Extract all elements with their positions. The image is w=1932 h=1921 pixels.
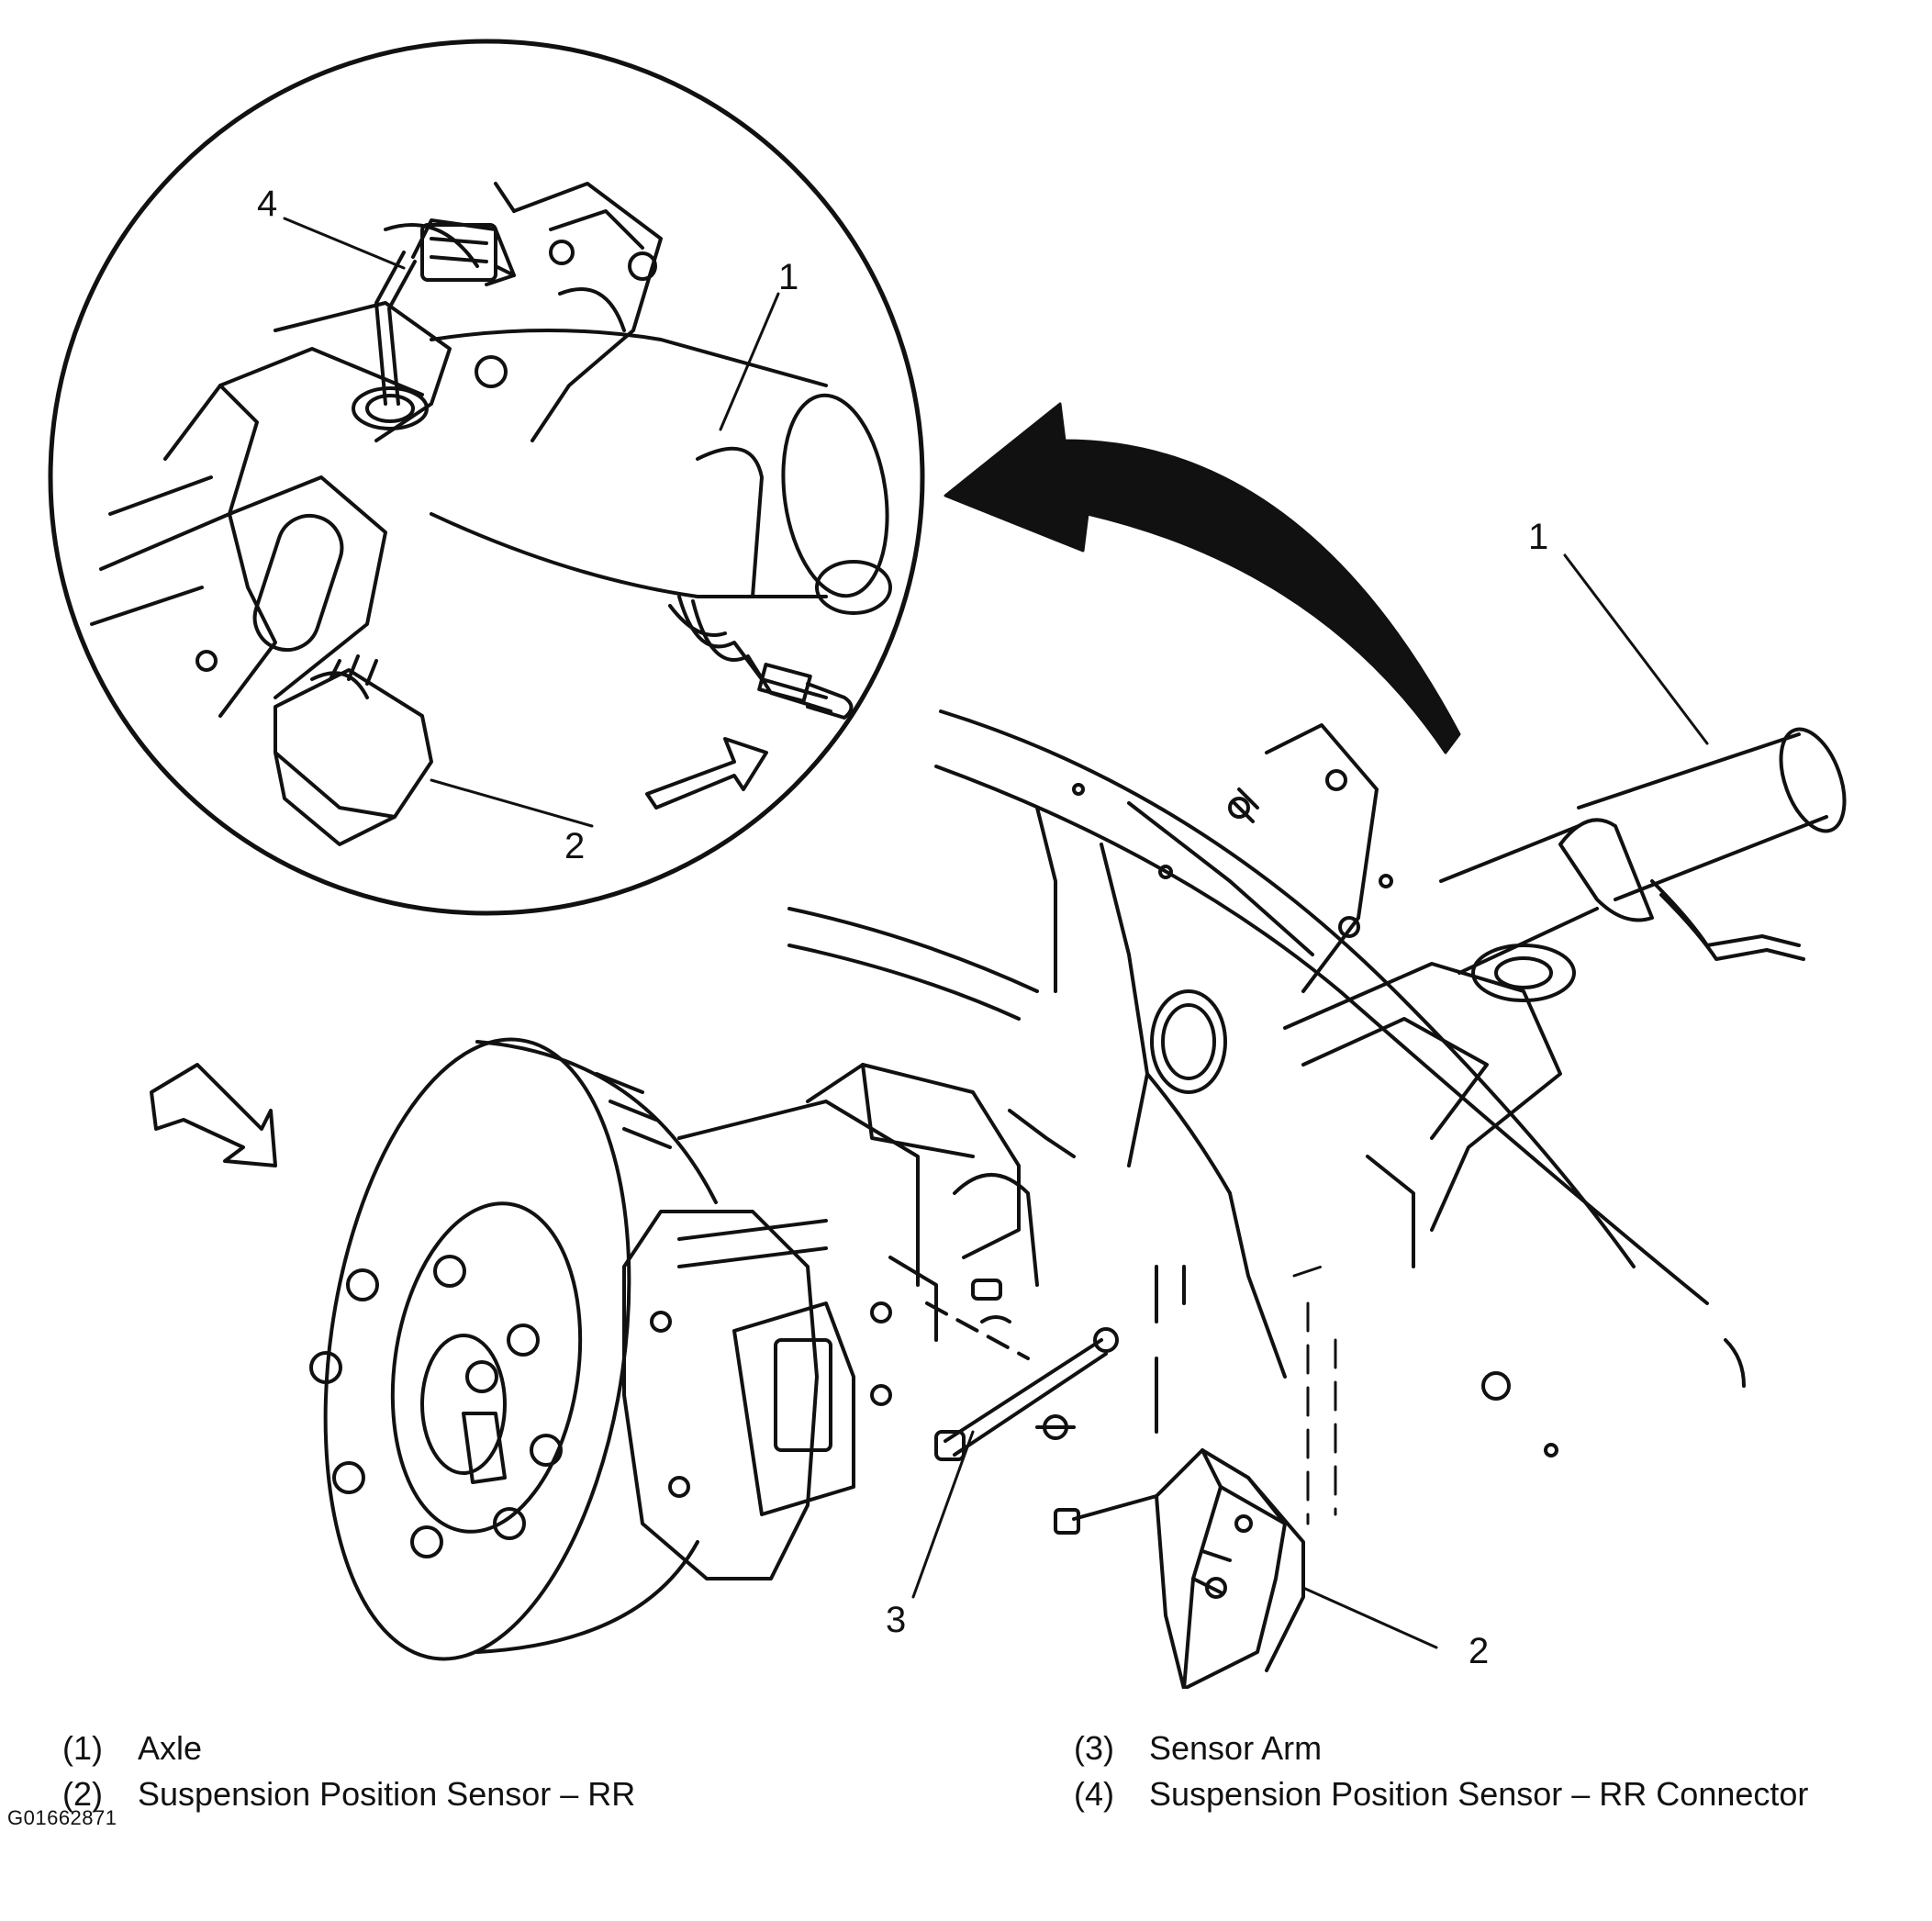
inset-connector — [374, 218, 516, 406]
inset-direction-arrow — [645, 737, 768, 810]
legend-number: (1) — [62, 1729, 103, 1767]
main-axle — [1150, 723, 1847, 1268]
leader-lines — [283, 217, 1709, 1649]
legend-number: (2) — [62, 1775, 103, 1813]
brake-rotor-hub — [309, 1037, 718, 1661]
inset-axle-tube — [430, 329, 892, 720]
callout-inset-sensor: 2 — [564, 826, 585, 866]
sensor-arm — [925, 1279, 1119, 1461]
legend-item-4: (4) Suspension Position Sensor – RR Conne… — [1074, 1771, 1808, 1817]
callout-inset-axle: 1 — [778, 257, 798, 297]
brake-caliper — [622, 1063, 1076, 1580]
legend-number: (4) — [1074, 1775, 1114, 1813]
callout-main-sensor-arm: 3 — [886, 1600, 906, 1640]
callout-inset-connector: 4 — [257, 184, 277, 224]
exploded-view-illustration: 4 1 2 1 3 2 — [48, 39, 1847, 1689]
main-frame-rail — [787, 709, 1746, 1458]
callout-main-sensor: 2 — [1469, 1631, 1489, 1671]
legend-number: (3) — [1074, 1729, 1114, 1767]
legend-item-3: (3) Sensor Arm — [1074, 1726, 1322, 1771]
legend-item-2: (2) Suspension Position Sensor – RR — [62, 1771, 635, 1817]
main-suspension-sensor — [1054, 1265, 1305, 1689]
inset-frame-bracket — [90, 182, 663, 718]
inset-sensor — [274, 654, 433, 846]
legend-text: Suspension Position Sensor – RR Connecto… — [1149, 1775, 1809, 1813]
figure-id: G01662871 — [7, 1806, 117, 1829]
view-direction-arrow — [150, 1063, 277, 1167]
legend-text: Suspension Position Sensor – RR — [138, 1775, 636, 1813]
legend-text: Axle — [138, 1729, 203, 1767]
assembly-guide-lines — [1292, 1265, 1337, 1525]
legend-text: Sensor Arm — [1149, 1729, 1323, 1767]
legend-item-1: (1) Axle — [62, 1726, 202, 1771]
callout-main-axle: 1 — [1528, 517, 1548, 557]
zoom-curved-arrow — [944, 402, 1461, 754]
detail-inset — [48, 39, 925, 916]
